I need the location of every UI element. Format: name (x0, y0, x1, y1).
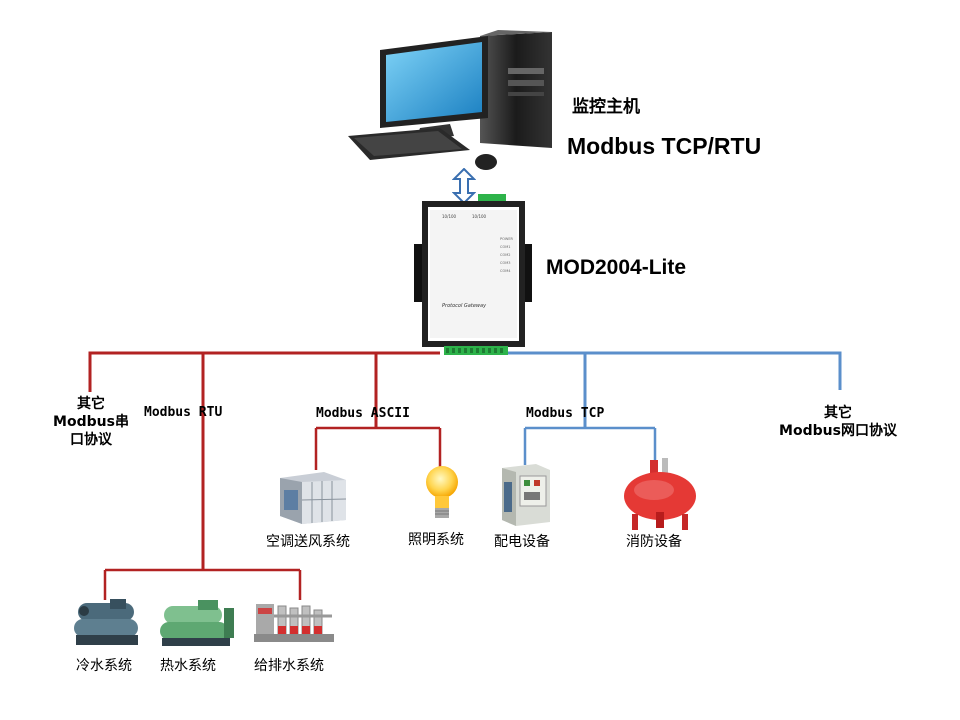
device-fire-label: 消防设备 (626, 534, 682, 550)
device-lighting-label: 照明系统 (408, 532, 464, 548)
device-hvac-label: 空调送风系统 (266, 534, 350, 550)
svg-text:COM3: COM3 (500, 261, 510, 265)
light-bulb-icon (426, 466, 458, 518)
svg-text:10/100: 10/100 (472, 214, 487, 219)
fire-tank-icon (624, 458, 696, 530)
device-power-label: 配电设备 (494, 534, 550, 550)
pump-system-icon (254, 604, 334, 642)
svg-text:POWER: POWER (500, 237, 514, 241)
svg-text:COM2: COM2 (500, 253, 510, 257)
svg-text:10/100: 10/100 (442, 214, 457, 219)
heater-icon (160, 600, 234, 646)
device-water-supply-label: 给排水系统 (254, 658, 324, 674)
network-bus-lines (508, 351, 842, 465)
host-title: 监控主机 (572, 97, 640, 117)
branch-tcp: Modbus TCP (526, 406, 605, 421)
svg-text:COM1: COM1 (500, 245, 510, 249)
desktop-computer-icon (348, 30, 552, 170)
device-cold-water-label: 冷水系统 (76, 658, 132, 674)
branch-rtu: Modbus RTU (144, 405, 223, 420)
gateway-model: MOD2004-Lite (546, 256, 687, 279)
hvac-unit-icon (280, 472, 347, 524)
power-cabinet-icon (502, 464, 550, 526)
svg-text:COM4: COM4 (500, 269, 511, 273)
chiller-icon (74, 599, 138, 645)
host-protocol: Modbus TCP/RTU (567, 133, 762, 159)
serial-bus-lines (88, 351, 442, 600)
branch-ascii: Modbus ASCII (316, 406, 410, 421)
device-hot-water-label: 热水系统 (160, 658, 216, 674)
gateway-panel-text: Protocol Gateway (442, 303, 487, 309)
branch-other-network: 其它 Modbus网口协议 (779, 405, 897, 439)
branch-other-serial: 其它 Modbus串 口协议 (53, 396, 129, 448)
